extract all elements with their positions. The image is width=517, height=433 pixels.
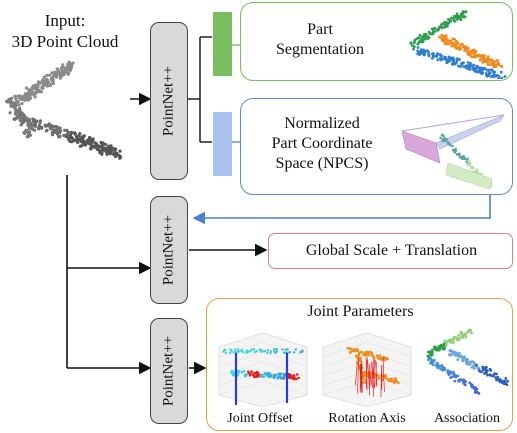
pointnet-encoder-2: PointNet++ xyxy=(150,196,188,304)
pointnet-encoder-1: PointNet++ xyxy=(150,22,188,180)
rotation-axis-plot xyxy=(322,332,412,408)
npcs-box: Normalized Part Coordinate Space (NPCS) xyxy=(240,98,513,195)
npcs-feedback-arrow xyxy=(192,195,491,225)
input-title-line2: 3D Point Cloud xyxy=(11,32,119,51)
input-title: Input: 3D Point Cloud xyxy=(0,10,130,52)
part-segmentation-label-line1: Part xyxy=(307,21,333,38)
npcs-point-cloud xyxy=(401,114,505,190)
global-scale-label: Global Scale + Translation xyxy=(305,242,478,259)
part-segmentation-label-line2: Segmentation xyxy=(276,41,364,58)
association-label: Association xyxy=(433,411,501,426)
npcs-label-line3: Space (NPCS) xyxy=(275,155,369,172)
joint-parameters-title: Joint Parameters xyxy=(307,303,414,320)
input-cloud-points xyxy=(5,60,123,160)
joint-offset-label: Joint Offset xyxy=(227,411,293,426)
joint-parameters-box: Joint Parameters Joint Offset Rotation A… xyxy=(206,298,513,431)
pointnet-encoder-3-label: PointNet++ xyxy=(160,335,177,407)
pointnet-encoder-1-label: PointNet++ xyxy=(160,65,177,137)
joint-offset-plot xyxy=(218,332,308,408)
pointnet-encoder-2-label: PointNet++ xyxy=(160,214,177,286)
npcs-label-line1: Normalized xyxy=(284,115,360,132)
segmentation-point-cloud xyxy=(409,10,507,79)
input-title-line1: Input: xyxy=(44,11,86,30)
rotation-axis-label: Rotation Axis xyxy=(328,411,406,426)
npcs-label-line2: Part Coordinate xyxy=(271,135,373,152)
segmentation-head-bar xyxy=(213,12,232,76)
input-point-cloud xyxy=(5,60,123,160)
pointnet-encoder-3: PointNet++ xyxy=(150,318,188,424)
npcs-head-bar xyxy=(213,112,232,176)
part-segmentation-label: Part Segmentation xyxy=(255,20,385,60)
npcs-label: Normalized Part Coordinate Space (NPCS) xyxy=(247,114,397,174)
association-point-cloud xyxy=(426,328,509,395)
part-segmentation-box: Part Segmentation xyxy=(240,2,513,81)
global-scale-box: Global Scale + Translation xyxy=(268,233,513,269)
